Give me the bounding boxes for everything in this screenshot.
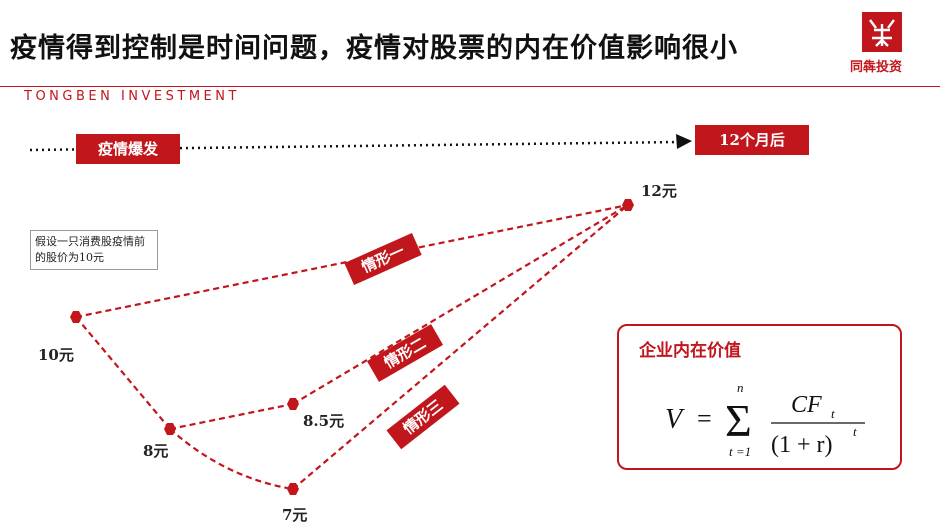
twelve-months-label: 12个月后 [695,125,809,155]
path-8-to-8.5 [169,402,294,431]
formula-denominator-sup: t [853,424,857,439]
company-logo-icon [862,12,902,52]
assumption-note: 假设一只消费股疫情前的股价为10元 [30,230,158,270]
node-8.5 [287,398,299,410]
formula-numerator-sub: t [831,406,835,421]
node-7 [287,483,299,495]
formula-sum-bottom: t =1 [729,444,751,459]
header-divider [0,86,940,87]
path-7-to-12 [292,204,629,490]
formula-numerator: CF [791,392,822,418]
page-title: 疫情得到控制是时间问题，疫情对股票的内在价值影响很小 [10,33,738,64]
price-label-12: 12元 [641,182,677,200]
path-start-to-8 [75,316,171,430]
company-name-en: TONGBEN INVESTMENT [24,89,240,104]
node-8 [164,423,176,435]
node-12 [622,199,634,211]
price-label-10: 10元 [38,346,74,364]
formula-denominator: (1 + r) [771,432,833,458]
price-label-8.5: 8.5元 [303,412,345,430]
price-label-8: 8元 [143,442,169,460]
formula-sigma-icon: Σ [725,395,752,446]
path-8.5-to-12 [292,204,629,405]
timeline-arrow-head [676,134,692,149]
path-8-to-7 [169,428,294,491]
outbreak-label: 疫情爆发 [76,134,180,164]
formula-title: 企业内在价值 [639,341,741,361]
formula-sum-top: n [737,380,744,395]
intrinsic-value-box: 企业内在价值 V = n Σ t =1 CF t (1 + r) t [617,324,902,470]
node-10 [70,311,82,323]
price-label-7: 7元 [282,506,308,524]
formula-lhs: V [665,404,685,435]
company-name-cn: 同犇投资 [850,60,903,75]
dcf-formula: V = n Σ t =1 CF t (1 + r) t [665,380,865,459]
formula-equals: = [697,404,712,433]
